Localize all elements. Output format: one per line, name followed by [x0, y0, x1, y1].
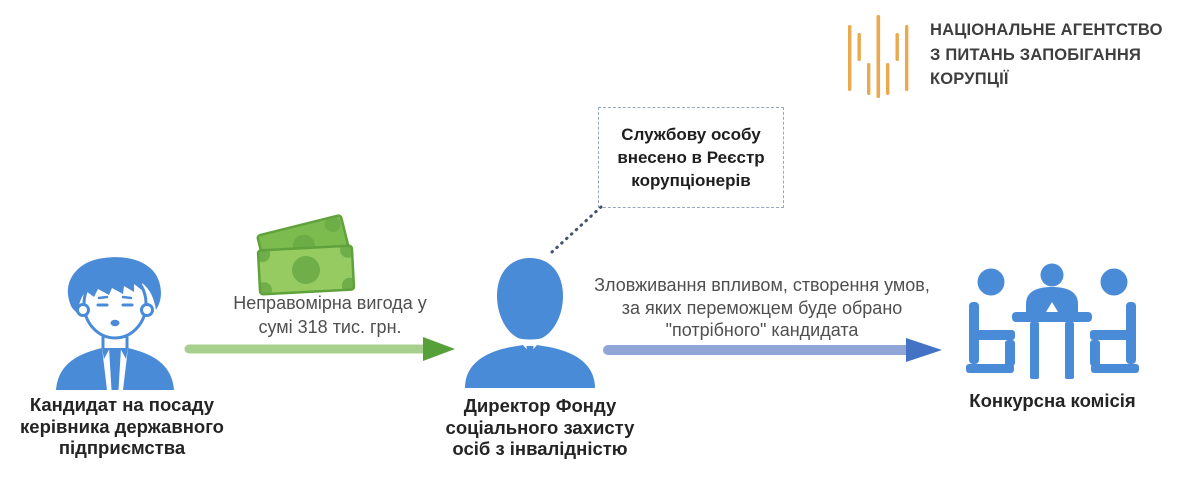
influence-caption-line: "потрібного" кандидата	[665, 320, 859, 340]
money-banknotes-icon	[256, 214, 356, 296]
influence-arrow-icon	[603, 338, 942, 362]
candidate-label: Кандидат на посаду керівника державного …	[10, 394, 234, 459]
bribe-caption: Неправомірна вигода у сумі 318 тис. грн.	[206, 291, 454, 339]
influence-caption-line: за яких переможцем буде обрано	[621, 297, 903, 318]
influence-caption: Зловживання впливом, створення умов, за …	[572, 274, 952, 342]
businessman-icon	[56, 257, 174, 390]
committee-table-icon	[966, 263, 1139, 379]
agency-name-line: З ПИТАНЬ ЗАПОБІГАННЯ	[930, 45, 1142, 64]
agency-name-line: НАЦІОНАЛЬНЕ АГЕНТСТВО	[930, 21, 1163, 39]
bribe-caption-line: сумі 318 тис. грн.	[258, 317, 402, 337]
callout-line: корупціонерів	[631, 171, 751, 190]
candidate-label-line: підприємства	[58, 437, 186, 458]
callout-line: внесено в Реєстр	[617, 148, 765, 167]
director-label-line: соціального захисту	[445, 416, 635, 438]
commission-label: Конкурсна комісія	[969, 390, 1136, 411]
person-silhouette-icon	[465, 258, 595, 388]
agency-name-line: КОРУПЦІЇ	[930, 70, 1009, 88]
candidate-label-line: керівника державного	[20, 415, 224, 437]
bribe-arrow-icon	[184, 337, 455, 361]
callout-line: Службову особу	[621, 125, 761, 144]
callout-tail-dotted-line	[550, 205, 603, 254]
nazk-logo-icon	[848, 15, 909, 98]
bribe-caption-line: Неправомірна вигода у	[233, 293, 427, 313]
director-label-line: осіб з інвалідністю	[452, 438, 628, 459]
agency-name: НАЦІОНАЛЬНЕ АГЕНТСТВО З ПИТАНЬ ЗАПОБІГАН…	[930, 18, 1190, 92]
influence-caption-line: Зловживання впливом, створення умов,	[594, 275, 930, 295]
director-label: Директор Фонду соціального захисту осіб …	[436, 395, 644, 460]
director-label-line: Директор Фонду	[463, 395, 617, 416]
registry-callout: Службову особу внесено в Реєстр корупціо…	[598, 107, 784, 208]
candidate-label-line: Кандидат на посаду	[29, 394, 215, 415]
